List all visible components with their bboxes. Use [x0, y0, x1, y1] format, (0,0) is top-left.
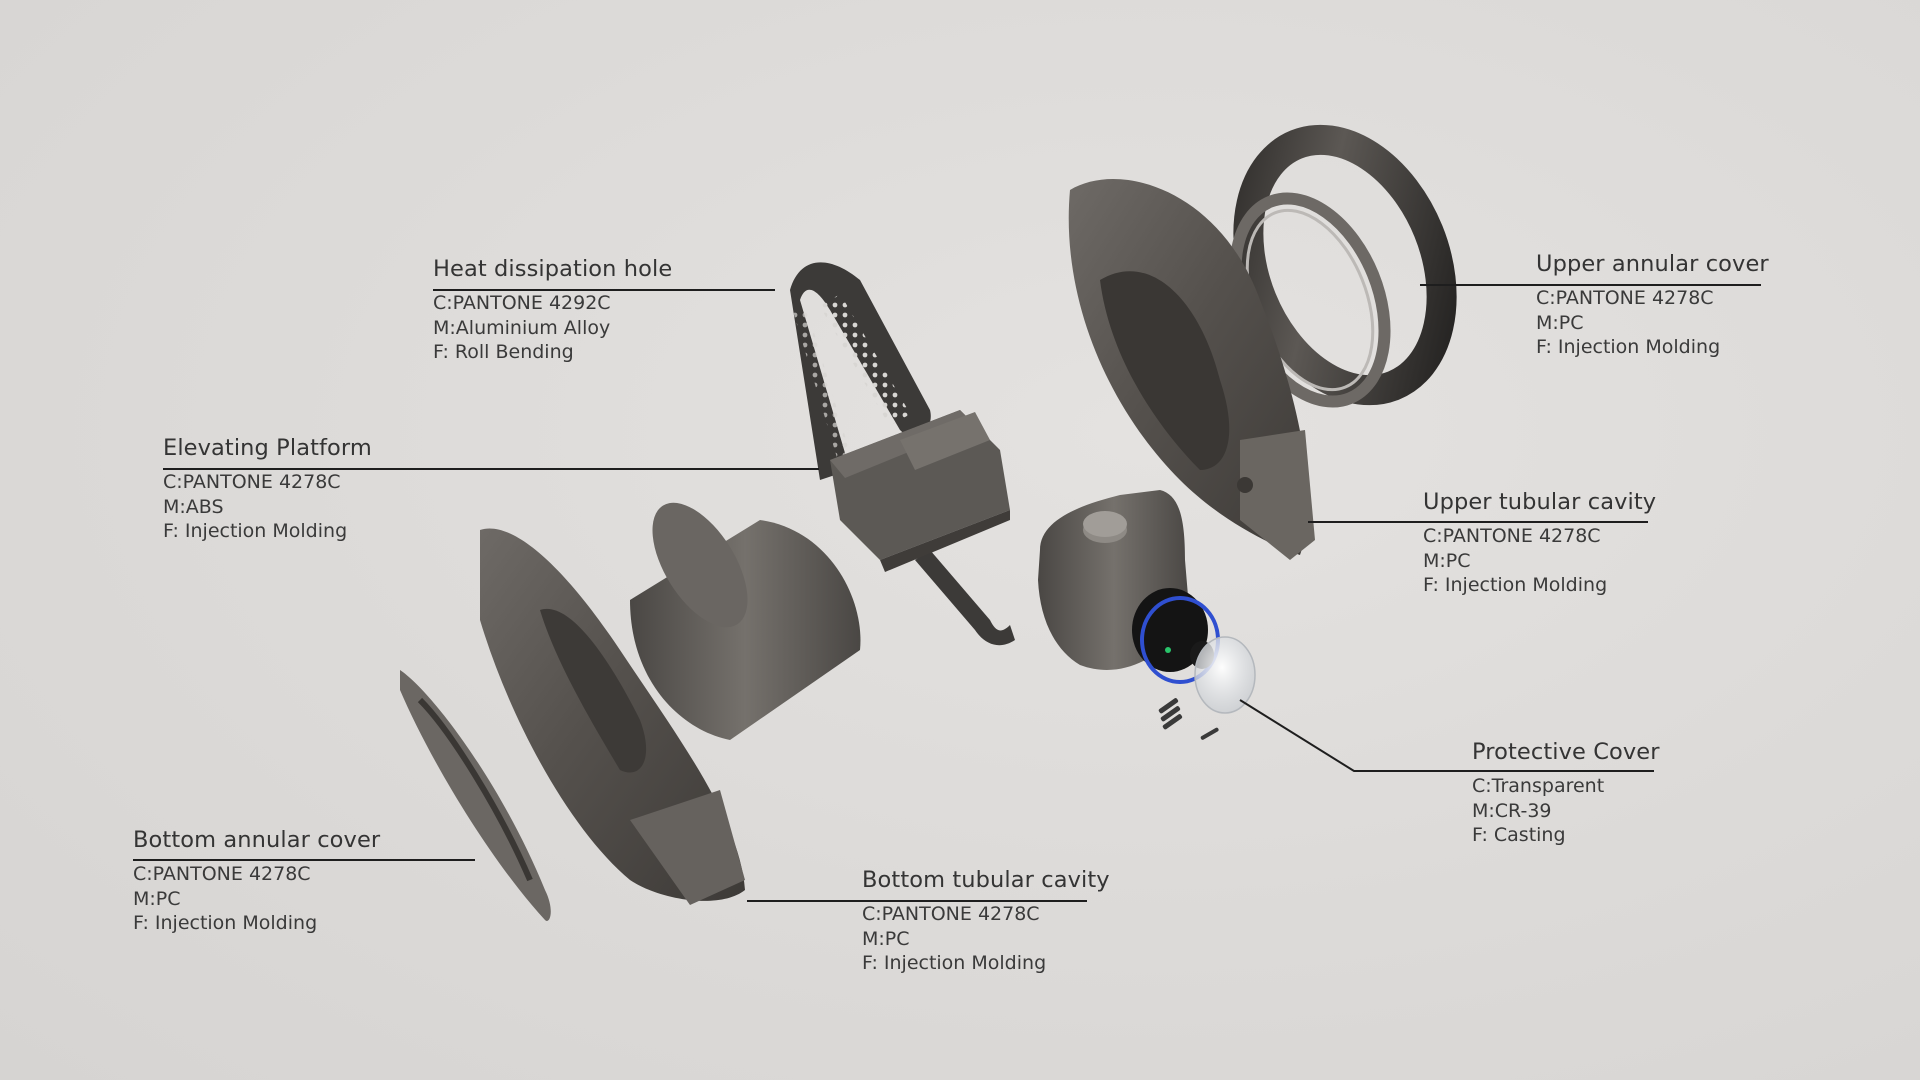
callout-material: M:PC: [862, 927, 910, 950]
callout-finish: F: Injection Molding: [133, 912, 318, 934]
elevating-platform-part: [830, 410, 1010, 572]
bottom-annular-cover-part: [400, 670, 551, 921]
callout-title: Heat dissipation hole: [433, 256, 673, 282]
camera-head-part: [1038, 490, 1256, 740]
callout-material: M:Aluminium Alloy: [433, 316, 611, 339]
callout-color: C:Transparent: [1472, 775, 1605, 797]
callout-elevating-platform: Elevating Platform C:PANTONE 4278C M:ABS…: [163, 434, 372, 544]
callout-upper-tubular-cavity: Upper tubular cavity C:PANTONE 4278C M:P…: [1423, 488, 1656, 598]
bottom-tubular-cavity-part: [480, 528, 745, 905]
leader-elevating-platform: [163, 468, 819, 470]
callout-finish: F: Injection Molding: [862, 952, 1047, 974]
leader-upper-tubular-cavity: [1308, 521, 1648, 523]
callout-finish: F: Injection Molding: [1536, 336, 1721, 358]
callout-color: C:PANTONE 4278C: [1536, 287, 1714, 309]
heat-dissipation-band-part: [790, 262, 1015, 646]
leader-upper-annular-cover: [1420, 284, 1761, 286]
callout-title: Upper tubular cavity: [1423, 489, 1657, 515]
callout-upper-annular-cover: Upper annular cover C:PANTONE 4278C M:PC…: [1536, 250, 1769, 360]
callout-finish: F: Injection Molding: [1423, 574, 1608, 596]
callout-title: Elevating Platform: [163, 435, 372, 461]
callout-color: C:PANTONE 4278C: [1423, 525, 1601, 547]
callout-color: C:PANTONE 4292C: [433, 292, 611, 314]
callout-bottom-annular-cover: Bottom annular cover C:PANTONE 4278C M:P…: [133, 826, 380, 936]
callout-material: M:CR-39: [1472, 799, 1552, 822]
leader-bottom-tubular-cavity: [747, 900, 1087, 902]
callout-color: C:PANTONE 4278C: [862, 903, 1040, 925]
callout-protective-cover: Protective Cover C:Transparent M:CR-39 F…: [1472, 738, 1660, 848]
leader-bottom-annular-cover: [133, 859, 475, 861]
callout-color: C:PANTONE 4278C: [163, 471, 341, 493]
callout-material: M:PC: [133, 887, 181, 910]
callout-heat-dissipation-hole: Heat dissipation hole C:PANTONE 4292C M:…: [433, 255, 672, 365]
callout-bottom-tubular-cavity: Bottom tubular cavity C:PANTONE 4278C M:…: [862, 866, 1110, 976]
callout-title: Upper annular cover: [1536, 251, 1769, 277]
callout-finish: F: Casting: [1472, 824, 1566, 846]
callout-title: Protective Cover: [1472, 739, 1660, 765]
callout-title: Bottom annular cover: [133, 827, 381, 853]
upper-tubular-cavity-part: [1068, 179, 1315, 560]
callout-color: C:PANTONE 4278C: [133, 863, 311, 885]
callout-material: M:PC: [1536, 311, 1584, 334]
callout-material: M:ABS: [163, 495, 224, 518]
callout-title: Bottom tubular cavity: [862, 867, 1110, 893]
callout-finish: F: Roll Bending: [433, 341, 574, 363]
callout-finish: F: Injection Molding: [163, 520, 348, 542]
leader-heat-dissipation-hole: [433, 289, 775, 291]
middle-cylinder-part: [630, 502, 861, 740]
callout-material: M:PC: [1423, 549, 1471, 572]
